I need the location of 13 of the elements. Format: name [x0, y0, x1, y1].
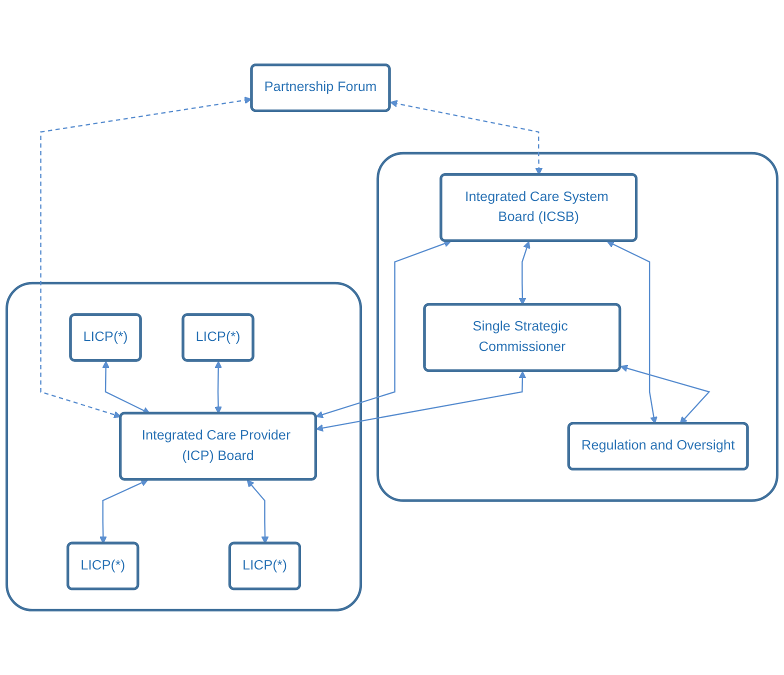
arrow — [518, 241, 530, 306]
arrow — [316, 240, 452, 418]
arrow — [606, 240, 658, 424]
cluster — [6, 282, 362, 612]
arrow — [214, 360, 222, 414]
arrow — [246, 480, 269, 544]
arrow — [102, 360, 150, 414]
cluster — [376, 152, 778, 502]
arrow — [99, 479, 148, 544]
arrow — [390, 100, 543, 176]
arrow — [316, 371, 526, 432]
arrow — [40, 96, 252, 418]
arrow — [620, 364, 710, 424]
